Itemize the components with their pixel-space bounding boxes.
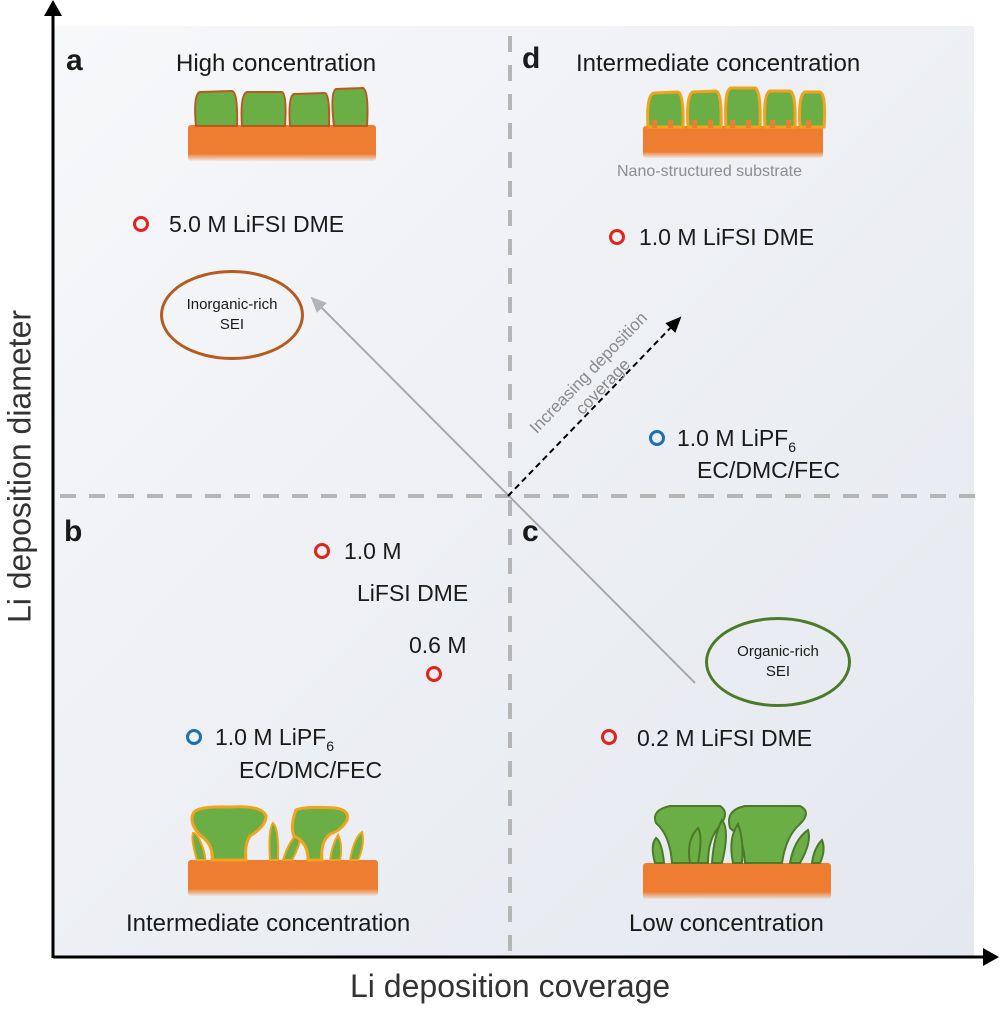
point-label: 5.0 M LiFSI DME bbox=[169, 211, 345, 237]
x-axis bbox=[53, 948, 999, 966]
coverage-arrow bbox=[507, 316, 682, 497]
y-axis-arrowhead bbox=[44, 0, 62, 16]
y-axis bbox=[44, 0, 62, 958]
sei-trend-arrow bbox=[310, 296, 696, 684]
point-label-line1: 1.0 M LiPF6 bbox=[215, 724, 335, 754]
blue-circle-marker bbox=[186, 729, 202, 745]
red-circle-marker bbox=[609, 229, 625, 245]
blue-circle-marker bbox=[649, 430, 665, 446]
quadrant-letter-a: a bbox=[66, 44, 83, 77]
point-label-line2: EC/DMC/FEC bbox=[239, 757, 383, 783]
x-axis-arrowhead bbox=[983, 948, 999, 966]
point-label-line2: LiFSI DME bbox=[357, 580, 469, 606]
illustration-intermediate-concentration bbox=[188, 805, 378, 896]
nano-substrate-caption: Nano-structured substrate bbox=[617, 163, 802, 180]
quadrant-a-title: High concentration bbox=[176, 50, 377, 77]
organic-sei-line2: SEI bbox=[765, 663, 791, 680]
red-circle-marker bbox=[426, 666, 442, 682]
quadrant-letter-b: b bbox=[64, 515, 83, 548]
point-label-line2: EC/DMC/FEC bbox=[697, 457, 841, 483]
point-label: 0.2 M LiFSI DME bbox=[637, 725, 813, 751]
illustration-low-concentration bbox=[643, 805, 831, 899]
y-axis-label: Li deposition diameter bbox=[1, 309, 38, 624]
quadrant-b-title: Intermediate concentration bbox=[126, 910, 411, 937]
quadrant-c-title: Low concentration bbox=[629, 910, 824, 937]
illustration-nano-structured bbox=[643, 86, 826, 158]
inorganic-sei-line2: SEI bbox=[219, 316, 245, 333]
x-axis-label: Li deposition coverage bbox=[350, 968, 671, 1004]
organic-sei-line1: Organic-rich bbox=[737, 643, 819, 660]
plot-background bbox=[54, 26, 974, 958]
point-label-line1: 1.0 M LiPF6 bbox=[677, 425, 797, 455]
quadrant-letter-d: d bbox=[522, 42, 541, 75]
inorganic-sei-line1: Inorganic-rich bbox=[186, 296, 278, 313]
red-circle-marker bbox=[601, 729, 617, 745]
red-circle-marker bbox=[314, 543, 330, 559]
quadrant-letter-c: c bbox=[522, 515, 539, 548]
quadrant-d-title: Intermediate concentration bbox=[576, 50, 861, 77]
point-label: 1.0 M LiFSI DME bbox=[639, 224, 815, 250]
point-label: 0.6 M bbox=[409, 632, 467, 658]
red-circle-marker bbox=[133, 216, 149, 232]
point-label-line1: 1.0 M bbox=[344, 538, 402, 564]
illustration-high-concentration bbox=[188, 86, 376, 161]
